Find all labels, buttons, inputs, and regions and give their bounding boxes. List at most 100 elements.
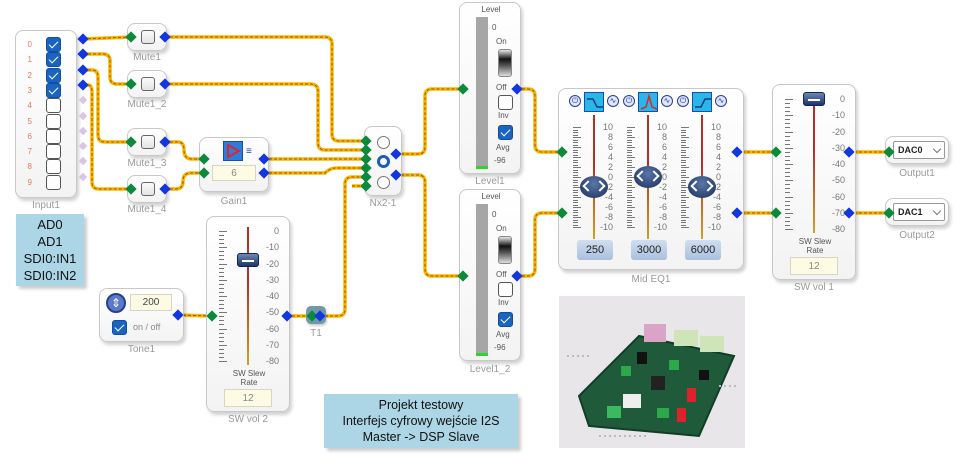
- eq-scale-label: 6: [715, 142, 721, 152]
- avg-checkbox[interactable]: [498, 125, 513, 140]
- sine-wave-icon[interactable]: ∿: [661, 95, 673, 107]
- channel-checkbox[interactable]: [46, 159, 61, 175]
- filter-type-icon-peak[interactable]: [638, 92, 658, 112]
- filter-type-icon-high-shelf[interactable]: [692, 92, 712, 112]
- tone1-onoff-checkbox[interactable]: [112, 320, 127, 335]
- sine-wave-icon[interactable]: ∿: [607, 95, 619, 107]
- tone1-value[interactable]: 200: [130, 294, 172, 311]
- inv-checkbox[interactable]: [498, 282, 513, 297]
- eq-scale-label: -4: [658, 192, 667, 202]
- eq-ticks: [627, 127, 637, 228]
- on-off-toggle[interactable]: [498, 236, 512, 264]
- channel-number: 9: [27, 177, 32, 187]
- fader-knob[interactable]: [237, 253, 259, 268]
- channel-checkbox[interactable]: [46, 174, 61, 190]
- wire[interactable]: [165, 35, 366, 143]
- disabled-pin[interactable]: [78, 172, 88, 181]
- eq-gain-knob[interactable]: [634, 166, 662, 188]
- power-icon[interactable]: ⏻: [677, 95, 689, 107]
- tone-freq-icon[interactable]: ⇕: [106, 293, 126, 313]
- nx21-radio-2[interactable]: [377, 176, 390, 189]
- wire[interactable]: [517, 211, 562, 278]
- disabled-pin[interactable]: [78, 95, 88, 105]
- eq-scale-label: 8: [715, 132, 721, 142]
- tone1-block[interactable]: ⇕ 200 on / off: [99, 288, 184, 342]
- eq-scale-label: 6: [607, 142, 613, 152]
- channel-checkbox[interactable]: [46, 67, 61, 83]
- output-pin[interactable]: [77, 79, 89, 91]
- t1-label: T1: [310, 328, 322, 339]
- power-icon[interactable]: ⏻: [569, 95, 581, 107]
- toggle-off-label: Off: [496, 83, 507, 92]
- channel-checkbox[interactable]: [46, 37, 61, 52]
- gain1-block[interactable]: ≡ 6: [199, 137, 269, 192]
- nx21-label: Nx2-1: [369, 198, 397, 209]
- eq-ticks: [681, 127, 691, 228]
- mute1-4-toggle[interactable]: [141, 182, 155, 196]
- eq-gain-knob[interactable]: [580, 176, 608, 198]
- channel-checkbox[interactable]: [46, 128, 61, 144]
- wire-dash: [264, 167, 366, 174]
- disabled-pin[interactable]: [78, 141, 88, 151]
- eq-frequency-button[interactable]: 6000: [685, 240, 721, 260]
- eq-frequency-button[interactable]: 250: [577, 240, 613, 260]
- channel-checkbox[interactable]: [46, 82, 61, 98]
- channel-checkbox[interactable]: [46, 144, 61, 160]
- sine-wave-icon[interactable]: ∿: [715, 95, 727, 107]
- eq-frequency-button[interactable]: 3000: [631, 240, 667, 260]
- power-icon[interactable]: ⏻: [623, 95, 635, 107]
- wire[interactable]: [82, 35, 132, 41]
- inv-checkbox[interactable]: [498, 95, 513, 110]
- avg-checkbox[interactable]: [498, 312, 513, 327]
- mute1-4-label: Mute1_4: [127, 204, 167, 215]
- eq-scale-label: -10: [707, 222, 721, 232]
- fader-scale-label: -40: [831, 159, 845, 169]
- mute1-label: Mute1: [133, 52, 161, 63]
- eq-scale-label: 4: [607, 152, 613, 162]
- wire[interactable]: [264, 166, 366, 175]
- slew-rate-value[interactable]: 12: [790, 257, 838, 275]
- mute1-toggle[interactable]: [141, 30, 155, 44]
- slew-rate-label: Rate: [240, 378, 258, 387]
- nx21-radio-1[interactable]: [377, 155, 390, 168]
- gain-settings-icon[interactable]: ≡: [246, 146, 252, 157]
- gain1-value[interactable]: 6: [212, 165, 256, 181]
- wire[interactable]: [396, 87, 463, 156]
- slew-rate-value[interactable]: 12: [224, 389, 272, 407]
- channel-checkbox[interactable]: [46, 113, 61, 129]
- output2-select[interactable]: DAC1: [893, 203, 945, 221]
- gain-amp-icon[interactable]: [223, 141, 243, 161]
- level-meter-bar: [476, 204, 488, 356]
- mute1-2-toggle[interactable]: [141, 77, 155, 91]
- output1-select[interactable]: DAC0: [893, 141, 945, 159]
- on-off-toggle[interactable]: [498, 49, 512, 77]
- mideq1-label: Mid EQ1: [631, 274, 671, 285]
- nx21-radio-0[interactable]: [377, 136, 390, 149]
- eq-gain-knob[interactable]: [688, 176, 716, 198]
- gain1-label: Gain1: [220, 196, 248, 207]
- disabled-pin[interactable]: [78, 111, 88, 120]
- eq-scale-label: 8: [661, 132, 667, 142]
- mute1-3-toggle[interactable]: [141, 135, 155, 149]
- output-pin[interactable]: [77, 33, 89, 45]
- wire[interactable]: [396, 173, 463, 278]
- disabled-pin[interactable]: [78, 157, 88, 166]
- output-pin[interactable]: [77, 48, 89, 60]
- disabled-pin[interactable]: [78, 126, 88, 136]
- fader-knob[interactable]: [803, 92, 825, 106]
- channel-checkbox[interactable]: [46, 98, 61, 114]
- channel-checkbox[interactable]: [46, 52, 61, 68]
- level-bottom-value: -96: [494, 156, 506, 165]
- inv-label: Inv: [498, 111, 509, 120]
- output-pin[interactable]: [77, 63, 89, 76]
- wire[interactable]: [517, 87, 562, 154]
- output1-block[interactable]: DAC0: [885, 136, 949, 164]
- fader-scale-label: -10: [831, 110, 845, 121]
- filter-type-icon-low-shelf[interactable]: [584, 92, 604, 112]
